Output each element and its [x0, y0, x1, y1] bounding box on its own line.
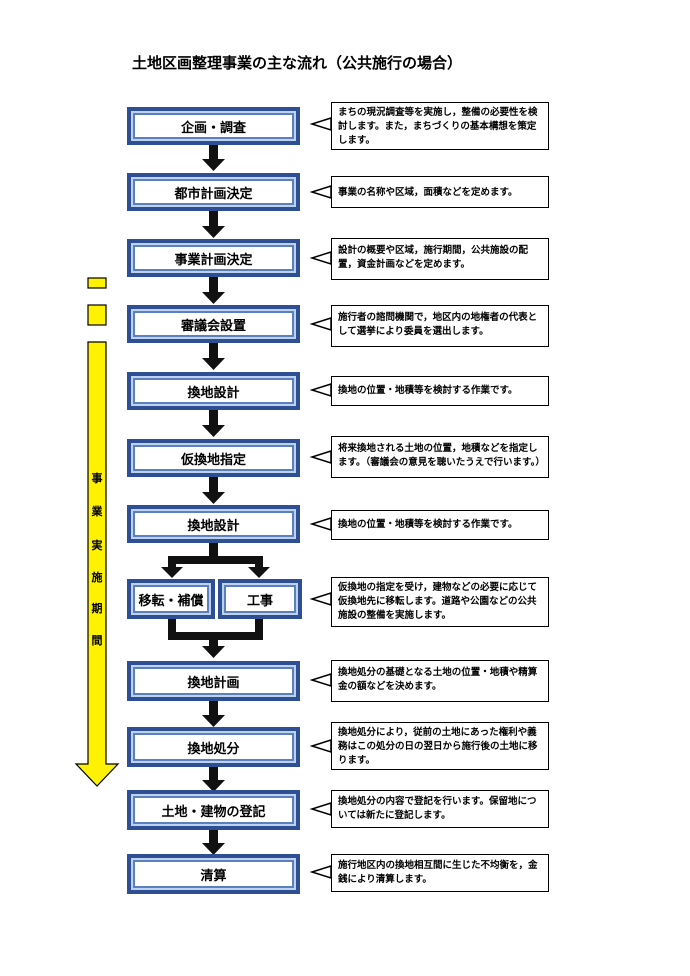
step-description: 換地の位置・地積等を検討する作業です。 — [331, 376, 549, 406]
period-char: 業 — [91, 505, 103, 518]
step-box: 換地処分 — [127, 727, 300, 767]
step-box: 都市計画決定 — [127, 173, 300, 211]
period-char: 事 — [91, 472, 103, 485]
page-title: 土地区画整理事業の主な流れ（公共施行の場合） — [132, 54, 463, 72]
period-char: 間 — [91, 634, 103, 647]
step-box: 換地計画 — [127, 661, 300, 701]
callout-pointers — [309, 116, 332, 880]
step-description: 仮換地の指定を受け，建物などの必要に応じて仮換地先に移転します。道路や公園などの… — [331, 577, 549, 627]
step-description: 換地処分の内容で登記を行います。保留地については新たに登記します。 — [331, 790, 549, 828]
step-box: 工事 — [218, 579, 302, 619]
step-description: 施行地区内の換地相互間に生じた不均衡を，金銭により清算します。 — [331, 854, 549, 892]
step-description: 換地処分の基礎となる土地の位置・地積や精算金の額などを決めます。 — [331, 660, 549, 702]
period-arrow — [74, 277, 120, 787]
step-description: 施行者の諮問機関で，地区内の地権者の代表として選挙により委員を選出します。 — [331, 305, 549, 347]
step-box: 事業計画決定 — [127, 239, 300, 277]
step-box: 審議会設置 — [127, 305, 300, 343]
step-box: 清算 — [127, 854, 300, 894]
step-description: 将来換地される土地の位置，地積などを指定します。（審議会の意見を聴いたうえで行い… — [331, 436, 549, 478]
step-box: 企画・調査 — [127, 107, 300, 145]
step-box: 仮換地指定 — [127, 439, 300, 477]
step-description: 換地の位置・地積等を検討する作業です。 — [331, 510, 549, 540]
period-char: 施 — [91, 571, 103, 584]
flow-arrows — [161, 144, 270, 855]
step-description: 換地処分により，従前の土地にあった権利や義務はこの処分の日の翌日から施行後の土地… — [331, 722, 549, 770]
step-box: 移転・補償 — [127, 579, 215, 619]
period-char: 実 — [91, 539, 103, 552]
period-char: 期 — [91, 602, 103, 615]
step-description: 事業の名称や区域，面積などを定めます。 — [331, 176, 549, 208]
step-box: 換地設計 — [127, 505, 300, 543]
step-box: 土地・建物の登記 — [127, 790, 300, 830]
step-description: まちの現況調査等を実施し，整備の必要性を検討します。また，まちづくりの基本構想を… — [331, 102, 549, 150]
step-box: 換地設計 — [127, 372, 300, 410]
step-description: 設計の概要や区域，施行期間，公共施設の配置，資金計画などを定めます。 — [331, 238, 549, 280]
